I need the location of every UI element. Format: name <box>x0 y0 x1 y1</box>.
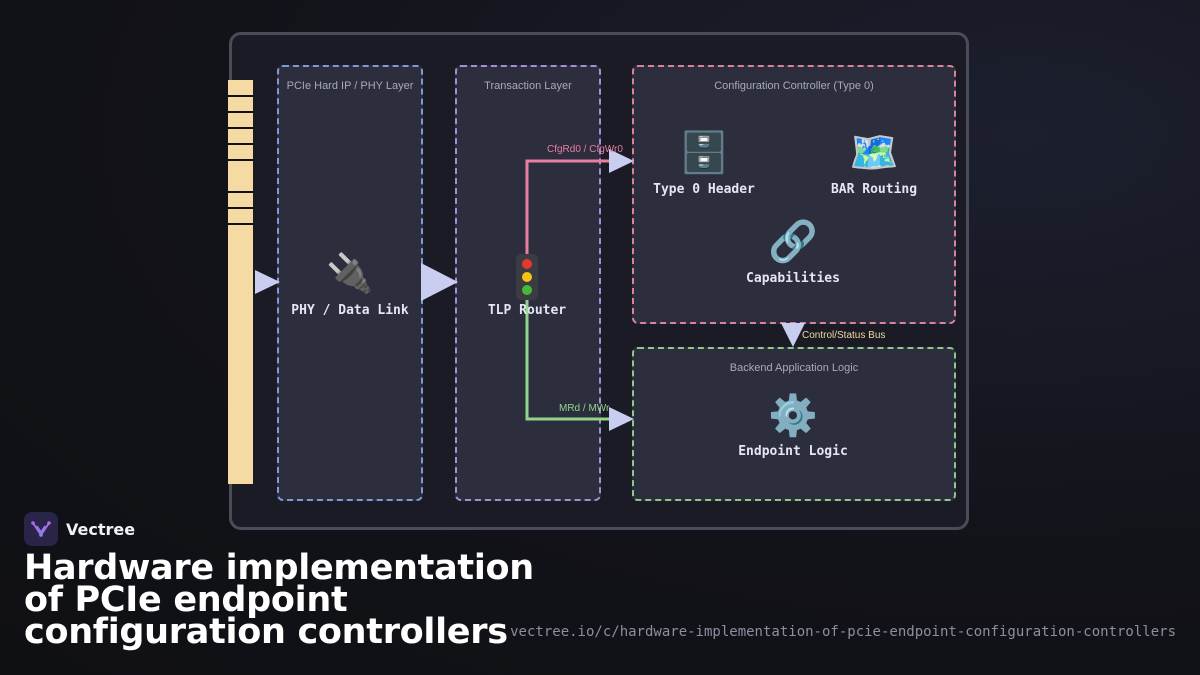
edge-mem-arrowhead <box>609 407 634 431</box>
arrow-edge-to-phy <box>255 270 280 294</box>
node-tlp-router: TLP Router <box>487 303 567 318</box>
pcie-edge-connector <box>228 80 253 484</box>
edge-mem-label: MRd / MWr <box>559 403 610 414</box>
page-url[interactable]: vectree.io/c/hardware-implementation-of-… <box>510 624 1176 640</box>
group-backend-logic: Backend Application Logic <box>632 347 956 501</box>
gear-icon: ⚙️ <box>768 394 818 438</box>
edge-bus-arrowhead <box>781 323 805 347</box>
edge-cfg-label: CfgRd0 / CfgWr0 <box>547 144 623 155</box>
node-capabilities: Capabilities <box>746 271 840 286</box>
vectree-logo-icon <box>24 512 58 546</box>
node-bar-routing: BAR Routing <box>830 182 918 197</box>
plug-icon: 🔌 <box>326 253 374 295</box>
node-endpoint-logic: Endpoint Logic <box>738 444 848 459</box>
page-title: Hardware implementation of PCIe endpoint… <box>24 548 534 652</box>
group-phy-title: PCIe Hard IP / PHY Layer <box>286 80 414 92</box>
link-icon: 🔗 <box>768 220 818 264</box>
node-phy-link: PHY / Data Link <box>291 303 409 318</box>
group-backend-title: Backend Application Logic <box>729 362 859 374</box>
brand-name: Vectree <box>66 519 136 539</box>
group-config-controller: Configuration Controller (Type 0) <box>632 65 956 324</box>
edge-cfg-arrowhead <box>609 149 634 173</box>
brand: Vectree <box>24 512 135 546</box>
edge-bus-label: Control/Status Bus <box>802 330 886 341</box>
node-type0-header: Type 0 Header <box>653 182 755 197</box>
file-cabinet-icon: 🗄️ <box>679 131 729 175</box>
group-config-title: Configuration Controller (Type 0) <box>714 80 874 92</box>
group-transaction-title: Transaction Layer <box>484 80 572 92</box>
edge-cfg-line <box>525 159 612 258</box>
edge-mem-line <box>525 300 612 421</box>
arrow-phy-to-transaction <box>421 263 458 301</box>
map-icon: 🗺️ <box>849 131 899 175</box>
traffic-light-icon <box>516 254 538 300</box>
